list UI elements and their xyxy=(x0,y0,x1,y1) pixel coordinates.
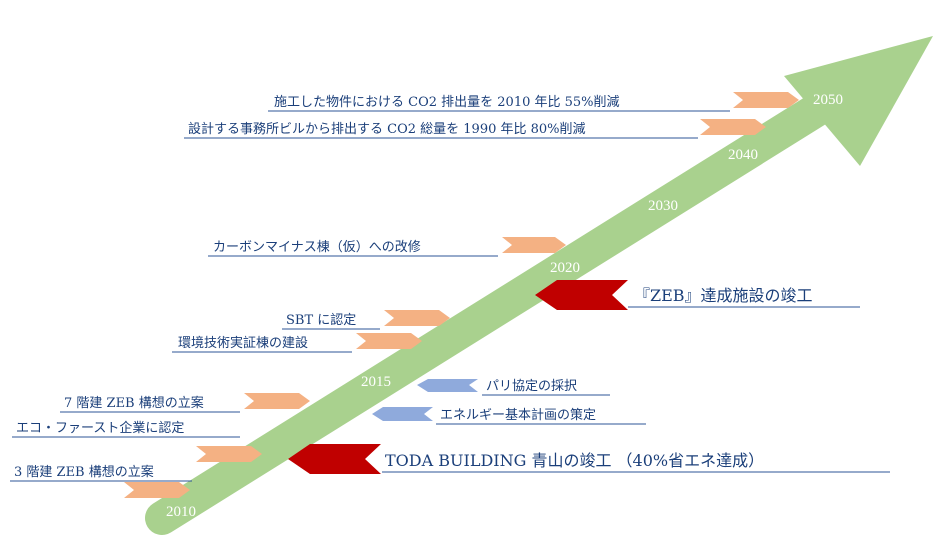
event-zeb7: 7 階建 ZEB 構想の立案 xyxy=(64,395,204,411)
year-label-2015: 2015 xyxy=(361,374,391,390)
timeline-arrow xyxy=(145,36,933,535)
event-carbon-minus: カーボンマイナス棟（仮）への改修 xyxy=(213,240,421,255)
event-env-tech: 環境技術実証棟の建設 xyxy=(178,335,308,351)
year-label-2040: 2040 xyxy=(728,147,758,163)
event-zeb-complete: 『ZEB』達成施設の竣工 xyxy=(634,286,813,305)
timeline-arrow-head xyxy=(784,36,933,166)
year-label-2020: 2020 xyxy=(550,260,580,276)
event-eco-first: エコ・ファースト企業に認定 xyxy=(16,420,184,436)
event-energy-plan: エネルギー基本計画の策定 xyxy=(440,407,596,423)
tag-zeb-complete xyxy=(535,280,628,310)
tag-sbt xyxy=(384,310,450,326)
year-label-2010: 2010 xyxy=(166,504,196,520)
tag-zeb7 xyxy=(244,393,310,409)
milestone-tags xyxy=(124,92,799,498)
tag-eco-first xyxy=(196,446,262,462)
tag-energy-plan xyxy=(372,407,433,421)
year-label-2030: 2030 xyxy=(648,198,678,214)
event-goal-2040: 設計する事務所ビルから排出する CO2 総量を 1990 年比 80%削減 xyxy=(188,121,586,137)
event-zeb3: 3 階建 ZEB 構想の立案 xyxy=(14,464,154,480)
event-toda-building: TODA BUILDING 青山の竣工 （40%省エネ達成） xyxy=(385,451,764,470)
event-paris: パリ協定の採択 xyxy=(486,379,577,394)
event-sbt: SBT に認定 xyxy=(286,312,356,328)
tag-goal-2050 xyxy=(733,92,799,108)
tag-carbon-minus xyxy=(502,237,566,253)
year-labels: 2010 2015 2020 2030 2040 2050 xyxy=(166,92,843,520)
event-labels: 施工した物件における CO2 排出量を 2010 年比 55%削減 設計する事務… xyxy=(10,94,890,482)
tag-paris xyxy=(417,379,478,392)
event-goal-2050: 施工した物件における CO2 排出量を 2010 年比 55%削減 xyxy=(274,94,620,110)
tag-goal-2040 xyxy=(700,119,766,135)
year-label-2050: 2050 xyxy=(813,92,843,108)
tag-env-tech xyxy=(356,333,422,349)
tag-toda-building xyxy=(288,444,381,474)
tag-zeb3 xyxy=(124,482,190,498)
timeline-arrow-shaft xyxy=(145,87,843,535)
